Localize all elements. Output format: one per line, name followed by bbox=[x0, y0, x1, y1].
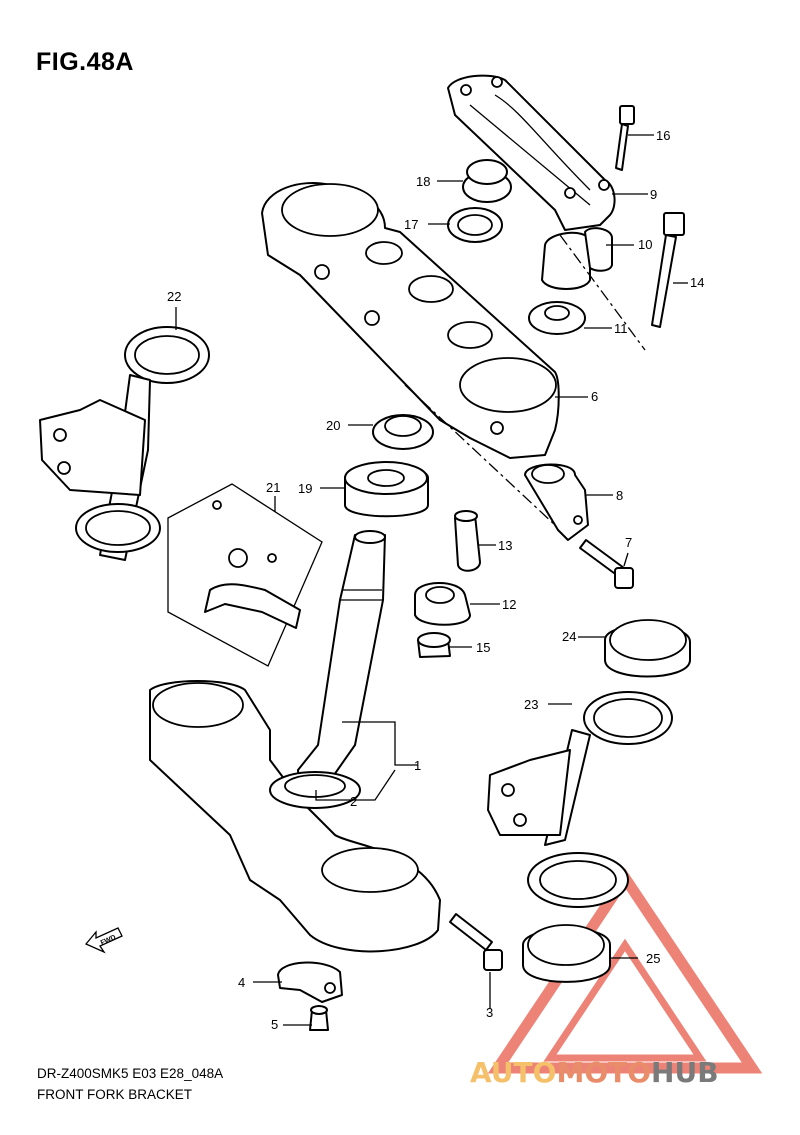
cap-18 bbox=[462, 159, 512, 203]
callout-9: 9 bbox=[650, 187, 657, 202]
nut-20 bbox=[372, 414, 434, 450]
bolt-7 bbox=[579, 539, 634, 589]
callout-20: 20 bbox=[326, 418, 340, 433]
bolt-3 bbox=[449, 913, 503, 971]
cable-guide-22 bbox=[39, 326, 210, 561]
callout-23: 23 bbox=[524, 697, 538, 712]
handlebar-holder-upper bbox=[447, 74, 616, 231]
callout-6: 6 bbox=[591, 389, 598, 404]
callout-16: 16 bbox=[656, 128, 670, 143]
callout-3: 3 bbox=[486, 1005, 493, 1020]
callout-2: 2 bbox=[350, 794, 357, 809]
leader-lines bbox=[175, 134, 688, 1026]
callout-25: 25 bbox=[646, 951, 660, 966]
callout-1: 1 bbox=[414, 758, 421, 773]
collar-13 bbox=[454, 510, 481, 572]
callout-24: 24 bbox=[562, 629, 576, 644]
svg-text:AUTOMOTOHUB: AUTOMOTOHUB bbox=[470, 1056, 719, 1089]
watermark-hub: HUB bbox=[651, 1056, 719, 1089]
callout-17: 17 bbox=[404, 217, 418, 232]
nut-15 bbox=[417, 632, 451, 658]
callout-22: 22 bbox=[167, 289, 181, 304]
fwd-arrow-icon: FWD bbox=[84, 927, 123, 954]
callout-8: 8 bbox=[616, 488, 623, 503]
watermark-text: AUTOMOTOHUB bbox=[470, 1056, 719, 1089]
cushion-11 bbox=[528, 301, 586, 335]
washer-17 bbox=[447, 207, 503, 243]
callout-labels: 1 2 3 4 5 6 7 8 9 10 11 12 13 14 15 16 1… bbox=[167, 128, 704, 1032]
callout-4: 4 bbox=[238, 975, 245, 990]
steering-stem-1 bbox=[297, 530, 386, 796]
figure-title: FIG.48A bbox=[36, 48, 134, 76]
bolt-16 bbox=[615, 105, 635, 171]
figure-code: DR-Z400SMK5 E03 E28_048A bbox=[37, 1066, 224, 1081]
callout-14: 14 bbox=[690, 275, 704, 290]
callout-19: 19 bbox=[298, 481, 312, 496]
callout-7: 7 bbox=[625, 535, 632, 550]
cable-guide-23 bbox=[487, 691, 673, 908]
screw-5 bbox=[309, 1005, 329, 1031]
clamp-4 bbox=[277, 961, 343, 1003]
bolt-14 bbox=[651, 212, 685, 328]
callout-15: 15 bbox=[476, 640, 490, 655]
upper-bracket bbox=[261, 182, 560, 459]
callout-21: 21 bbox=[266, 480, 280, 495]
handlebar-holder-lower-10 bbox=[541, 227, 613, 290]
figure-caption: FRONT FORK BRACKET bbox=[37, 1087, 193, 1102]
callout-10: 10 bbox=[638, 237, 652, 252]
callout-5: 5 bbox=[271, 1017, 278, 1032]
spacer-8 bbox=[524, 463, 589, 541]
callout-18: 18 bbox=[416, 174, 430, 189]
callout-13: 13 bbox=[498, 538, 512, 553]
callout-12: 12 bbox=[502, 597, 516, 612]
seal-25 bbox=[522, 924, 611, 983]
bearing-19 bbox=[344, 461, 429, 518]
callout-11: 11 bbox=[614, 321, 628, 336]
watermark-auto: AUTO bbox=[470, 1056, 556, 1089]
seal-24 bbox=[604, 619, 691, 678]
kit-21-box bbox=[167, 483, 323, 667]
watermark-moto: MOTO bbox=[556, 1056, 651, 1089]
damper-12 bbox=[414, 582, 471, 626]
lower-bracket bbox=[149, 680, 441, 953]
